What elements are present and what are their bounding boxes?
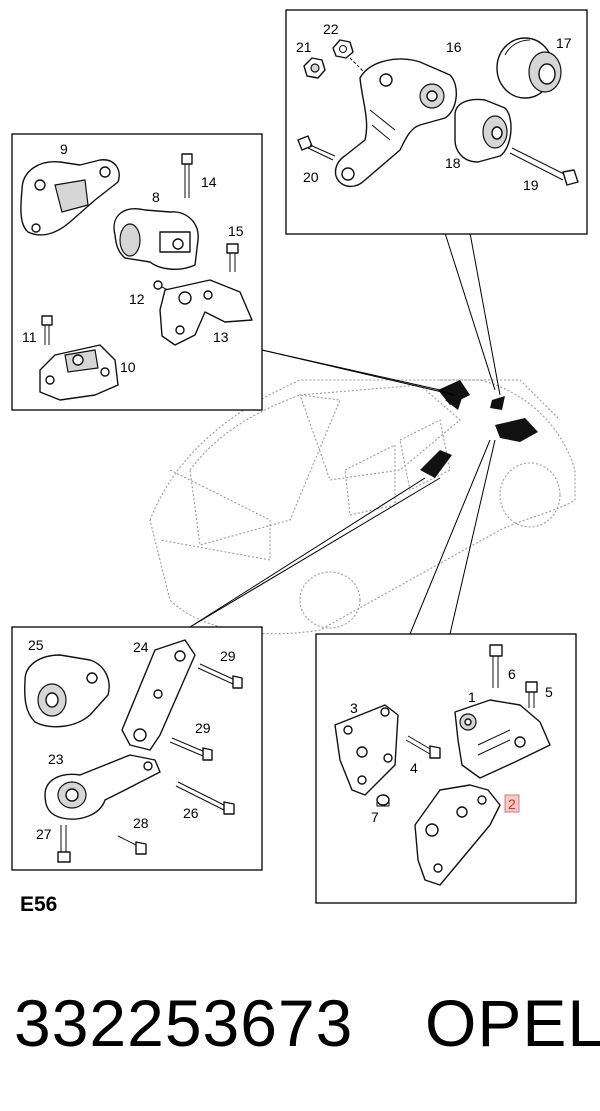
bolt-19: [509, 147, 579, 186]
bolt-28: [117, 835, 147, 855]
bolt-26: [175, 781, 235, 815]
bolt-6: [489, 644, 503, 688]
bottom-left-group-panel: 25 24 29 29 23 26 27 28: [11, 626, 263, 871]
mount-25: [24, 654, 110, 728]
callout-29b: 29: [195, 720, 211, 736]
callout-26: 26: [183, 805, 199, 821]
arm-24: [121, 639, 196, 751]
left-group-panel: 9 14 8 15 12 11 13 10: [11, 133, 263, 411]
plate-3: [334, 704, 399, 796]
callout-13: 13: [213, 329, 229, 345]
bolt-11: [41, 315, 53, 345]
bushing-18: [454, 98, 512, 163]
bracket-2: [414, 784, 501, 886]
mount-1: [454, 699, 551, 779]
callout-19: 19: [523, 177, 539, 193]
callout-1: 1: [468, 689, 476, 705]
callout-8: 8: [152, 189, 160, 205]
callout-24: 24: [133, 639, 149, 655]
sleeve-7: [376, 794, 390, 807]
callout-23: 23: [48, 751, 64, 767]
car-mount-zone: [420, 380, 538, 478]
bolt-29-lower: [169, 737, 213, 761]
bolt-27: [57, 825, 71, 863]
nut-21: [303, 57, 326, 79]
callout-18: 18: [445, 155, 461, 171]
bushing-17: [496, 37, 562, 99]
callout-29a: 29: [220, 648, 236, 664]
bolt-15: [226, 243, 239, 272]
callout-7: 7: [371, 809, 379, 825]
bracket-13: [159, 279, 253, 346]
car-outline: [149, 379, 576, 635]
callout-15: 15: [228, 223, 244, 239]
callout-21: 21: [296, 39, 312, 55]
mount-10: [39, 344, 119, 401]
callout-9: 9: [60, 141, 68, 157]
callout-14: 14: [201, 174, 217, 190]
callout-25: 25: [28, 637, 44, 653]
callout-12: 12: [129, 291, 145, 307]
callout-5: 5: [545, 684, 553, 700]
bottom-right-group-panel: 6 5 1 3 4 7 2: [315, 633, 577, 904]
callout-28: 28: [133, 815, 149, 831]
diagram-code: E56: [20, 893, 58, 916]
callout-22: 22: [323, 21, 339, 37]
callout-4: 4: [410, 760, 418, 776]
arm-23: [44, 754, 161, 820]
bolt-20: [297, 135, 336, 161]
callout-16: 16: [446, 39, 462, 55]
callout-20: 20: [303, 169, 319, 185]
bolt-29-upper: [197, 663, 243, 689]
top-group-panel: 22 21 16 17 20 18 19: [285, 9, 588, 235]
callout-10: 10: [120, 359, 136, 375]
bolt-14: [181, 153, 193, 198]
bracket-16: [334, 58, 457, 187]
callout-6: 6: [508, 666, 516, 682]
callout-2: 2: [508, 796, 516, 812]
bolt-4: [405, 735, 441, 759]
mount-8: [113, 208, 199, 270]
callout-11: 11: [22, 329, 37, 345]
bolt-5: [525, 681, 538, 708]
highlight-box-2: [504, 794, 520, 813]
nut-22: [332, 39, 371, 79]
callout-27: 27: [36, 826, 52, 842]
callout-3: 3: [350, 700, 358, 716]
callout-17: 17: [556, 35, 572, 51]
part-number: 332253673: [14, 986, 354, 1060]
brand-name: OPEL: [425, 986, 600, 1060]
mount-9: [20, 159, 120, 236]
